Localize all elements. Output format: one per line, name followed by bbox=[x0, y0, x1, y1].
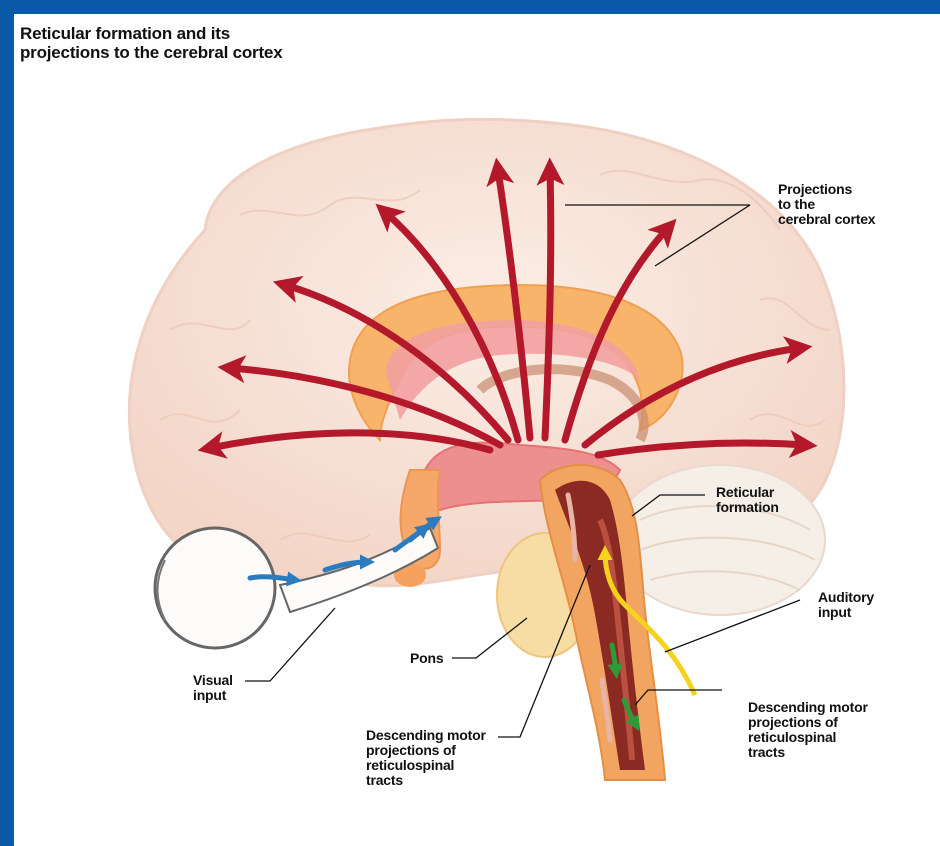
label-auditory-input: Auditory input bbox=[818, 590, 874, 620]
label-descending-right-line-1: Descending motor bbox=[748, 700, 868, 715]
label-auditory-line-1: Auditory bbox=[818, 590, 874, 605]
label-descending-right-line-2: projections of bbox=[748, 715, 868, 730]
label-descending-left-line-2: projections of bbox=[366, 743, 486, 758]
label-descending-right-line-3: reticulospinal bbox=[748, 730, 868, 745]
label-projections: Projections to the cerebral cortex bbox=[778, 182, 875, 227]
label-visual-line-1: Visual bbox=[193, 673, 233, 688]
label-reticular-line-2: formation bbox=[716, 500, 779, 515]
label-descending-left-line-3: reticulospinal bbox=[366, 758, 486, 773]
label-projections-line-2: to the bbox=[778, 197, 875, 212]
label-descending-motor-right: Descending motor projections of reticulo… bbox=[748, 700, 868, 760]
label-descending-right-line-4: tracts bbox=[748, 745, 868, 760]
label-projections-line-3: cerebral cortex bbox=[778, 212, 875, 227]
label-pons-line-1: Pons bbox=[410, 651, 443, 666]
label-reticular-line-1: Reticular bbox=[716, 485, 779, 500]
label-descending-left-line-4: tracts bbox=[366, 773, 486, 788]
label-reticular-formation: Reticular formation bbox=[716, 485, 779, 515]
label-visual-input: Visual input bbox=[193, 673, 233, 703]
label-pons: Pons bbox=[410, 651, 443, 666]
label-visual-line-2: input bbox=[193, 688, 233, 703]
label-descending-motor-left: Descending motor projections of reticulo… bbox=[366, 728, 486, 788]
label-projections-line-1: Projections bbox=[778, 182, 875, 197]
label-auditory-line-2: input bbox=[818, 605, 874, 620]
label-descending-left-line-1: Descending motor bbox=[366, 728, 486, 743]
